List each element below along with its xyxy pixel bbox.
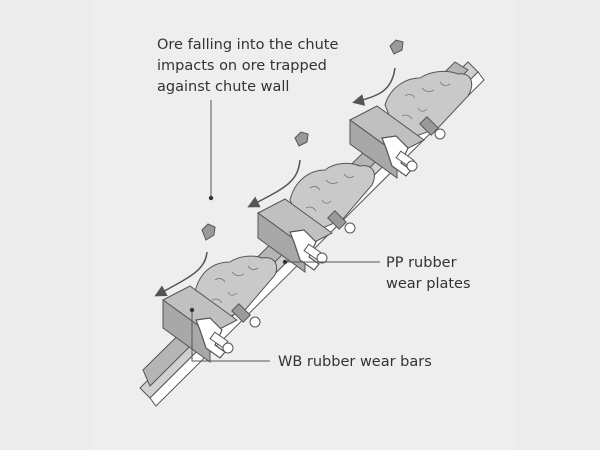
wear-bar-module-lower [162,255,277,363]
impact-label-line-3: against chute wall [157,79,289,95]
deflection-arrow-middle [247,159,301,208]
bolt-nut-upper-2 [434,128,446,140]
falling-ore-rock-top [389,39,404,55]
deflection-arrow-top [352,67,396,106]
bolt-nut-middle-2 [344,222,356,234]
falling-ore-rock-lower [201,223,216,241]
callout-dot-wb [189,307,195,313]
callout-dot-pp [282,259,288,265]
wear-bar-module-upper [349,70,473,179]
pp-label-line-1: PP rubber [386,255,457,271]
trapped-ore-middle [289,162,375,236]
deflection-arrow-lower [154,251,208,297]
impact-label-line-1: Ore falling into the chute [157,37,338,53]
bolt-nut-lower-2 [249,316,261,328]
callout-line-wb [191,310,270,362]
bolt-nut-middle-1 [316,252,328,264]
callout-dot-impact [208,195,214,201]
bolt-nut-upper-1 [406,160,418,172]
wb-label: WB rubber wear bars [278,354,432,370]
impact-label-line-2: impacts on ore trapped [157,58,327,74]
trapped-ore-upper [384,70,473,143]
pp-label-line-2: wear plates [386,276,471,292]
wear-bar-module-middle [257,162,375,273]
falling-ore-rock-middle [294,131,309,147]
bolt-nut-lower-1 [222,342,234,354]
